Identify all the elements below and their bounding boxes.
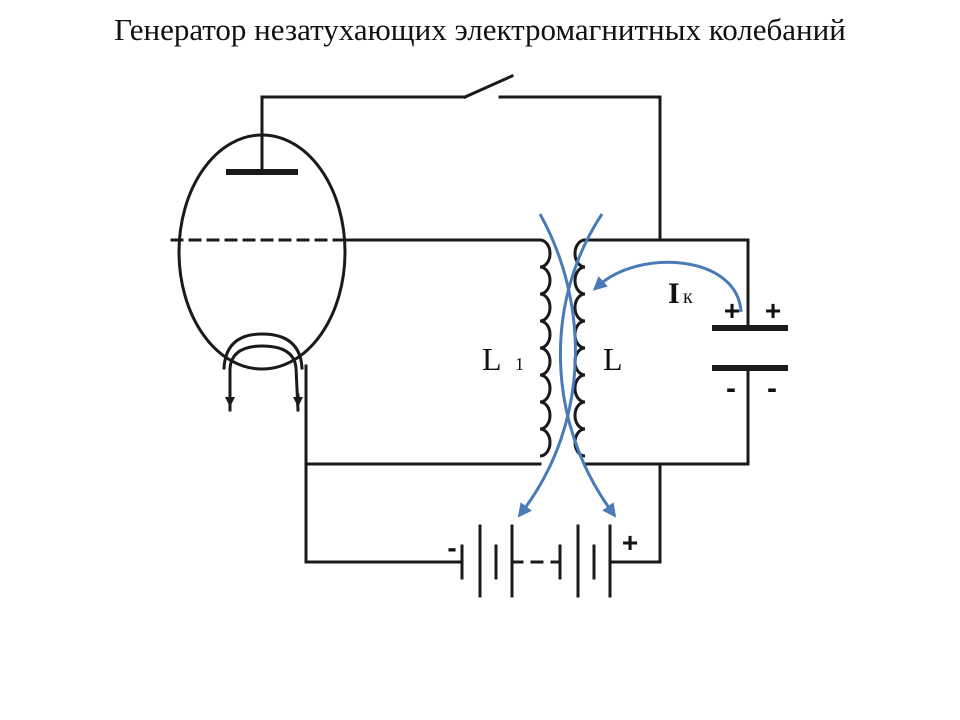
tank-wire-bottom xyxy=(583,366,750,466)
flux-line-left xyxy=(517,213,577,518)
cap-plus-left: + xyxy=(724,295,740,326)
current-arrow xyxy=(592,260,743,313)
vacuum-tube xyxy=(170,133,347,412)
tube-cathode-outer xyxy=(222,332,304,370)
anode-wire-top-left xyxy=(260,95,467,137)
switch-blade xyxy=(463,74,514,99)
tank-wire-top xyxy=(583,238,750,330)
label-L1-sub: 1 xyxy=(515,354,524,374)
battery-circuit xyxy=(304,462,662,598)
tank-circuit xyxy=(573,238,788,466)
flux-line-right xyxy=(558,213,617,518)
label-L1-main: L xyxy=(482,341,502,377)
labels: L 1 L I к + + - - - + xyxy=(447,277,781,563)
tube-filament xyxy=(228,344,300,412)
label-current-sub: к xyxy=(683,286,693,308)
label-L-main: L xyxy=(603,341,623,377)
battery-wire-left xyxy=(304,462,464,564)
cap-plus-right: + xyxy=(765,295,781,326)
battery-wire-right xyxy=(608,462,662,564)
cap-minus-left: - xyxy=(726,372,736,405)
coil-L xyxy=(573,238,586,458)
label-current-main: I xyxy=(668,277,680,310)
cap-minus-right: - xyxy=(767,372,777,405)
page-title: Генератор незатухающих электромагнитных … xyxy=(114,12,846,47)
coil-L1 xyxy=(539,238,552,458)
battery-minus-sign: - xyxy=(447,532,456,563)
anode-circuit xyxy=(260,74,662,242)
anode-wire-top-right xyxy=(498,95,662,242)
grid-circuit xyxy=(304,238,552,466)
magnetic-flux-lines xyxy=(517,213,743,518)
battery-plus-sign: + xyxy=(622,527,638,558)
